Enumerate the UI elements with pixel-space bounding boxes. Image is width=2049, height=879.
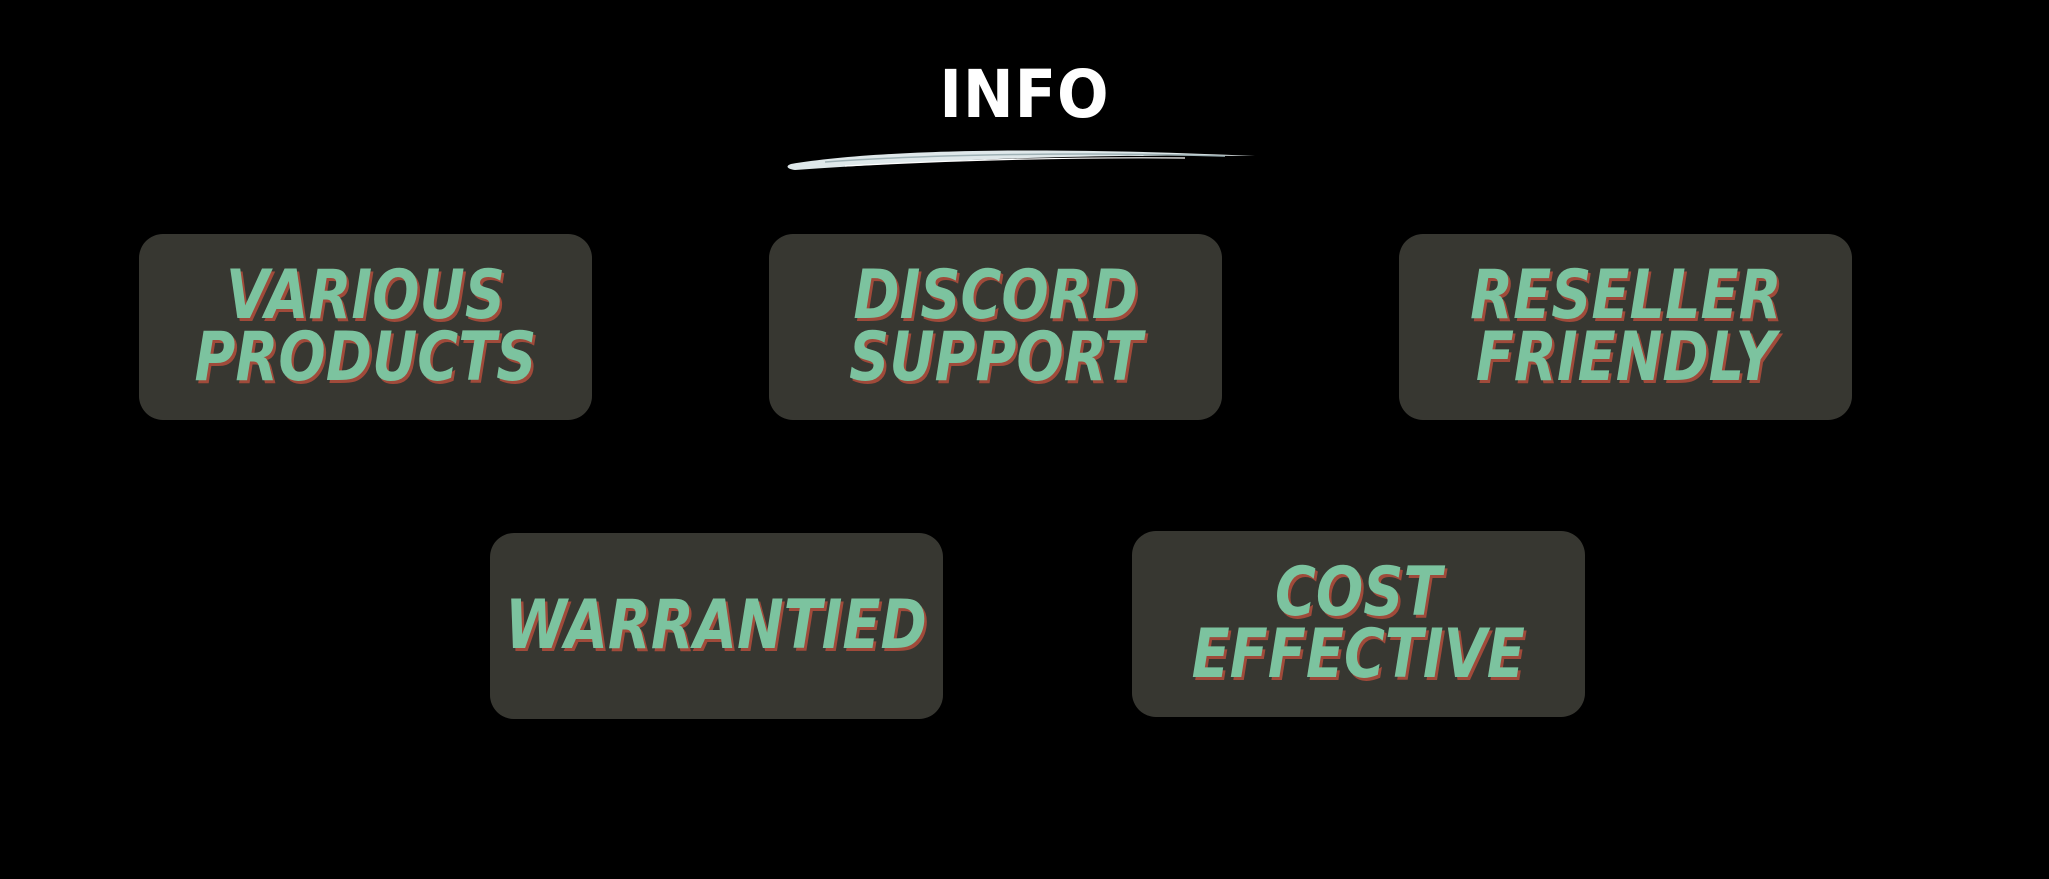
feature-card-label: DISCORD SUPPORT [848, 256, 1143, 397]
feature-card-label: WARRANTIED [505, 586, 928, 665]
page-title: INFO [939, 56, 1110, 133]
feature-card-various-products: VARIOUS PRODUCTS [139, 234, 592, 420]
feature-card-label: VARIOUS PRODUCTS [194, 256, 537, 397]
feature-card-cost-effective: COST EFFECTIVE [1132, 531, 1585, 717]
feature-card-discord-support: DISCORD SUPPORT [769, 234, 1222, 420]
brush-stroke-underline [787, 150, 1255, 170]
feature-card-warrantied: WARRANTIED [490, 533, 943, 719]
feature-card-reseller-friendly: RESELLER FRIENDLY [1399, 234, 1852, 420]
feature-card-label: RESELLER FRIENDLY [1469, 256, 1782, 397]
feature-card-label: COST EFFECTIVE [1191, 553, 1526, 694]
